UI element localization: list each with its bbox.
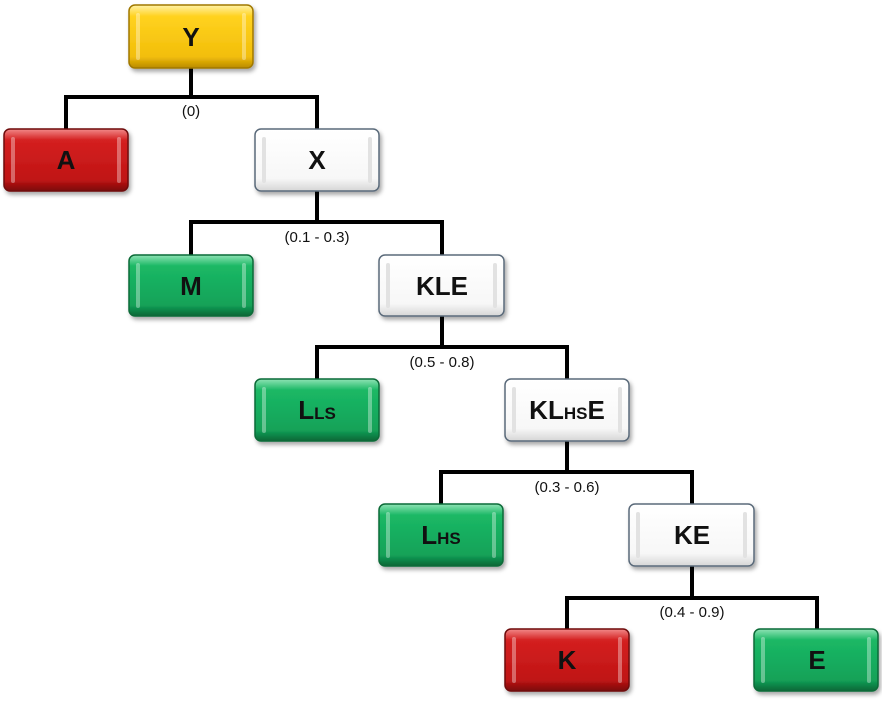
node-label-text: KLE — [416, 271, 468, 301]
node-label-text: M — [180, 271, 202, 301]
split-label-y: (0) — [182, 103, 200, 120]
node-label-text: Y — [182, 22, 199, 52]
node-bevel — [618, 387, 622, 433]
node-label: Y — [182, 22, 199, 52]
node-box — [378, 254, 505, 317]
node-label: KLE — [416, 271, 468, 301]
node-bevel — [512, 637, 516, 683]
connectors — [64, 66, 819, 631]
connector-x — [189, 189, 444, 257]
node-box — [378, 503, 504, 567]
node-label: A — [57, 145, 76, 175]
node-bevel — [492, 512, 496, 558]
connector-kle — [315, 314, 569, 381]
node-bevel — [761, 637, 765, 683]
node-box — [128, 254, 254, 317]
split-label-klhse: (0.3 - 0.6) — [534, 479, 599, 496]
node-label-subscript: HS — [564, 404, 588, 423]
node-box — [753, 628, 879, 692]
node-bevel — [136, 13, 140, 60]
node-a[interactable]: A — [3, 128, 129, 192]
node-bevel — [386, 263, 390, 308]
node-m[interactable]: M — [128, 254, 254, 317]
node-bevel — [117, 137, 121, 183]
node-label: KE — [674, 520, 710, 550]
node-k[interactable]: K — [504, 628, 630, 692]
node-bevel — [867, 637, 871, 683]
node-box — [628, 503, 755, 567]
node-box — [3, 128, 129, 192]
node-label-subscript: HS — [437, 529, 461, 548]
node-label-text: E — [808, 645, 825, 675]
node-label: LLS — [298, 395, 336, 425]
node-bevel — [512, 387, 516, 433]
node-label-text: K — [558, 645, 577, 675]
node-box — [254, 128, 380, 192]
node-box — [254, 378, 380, 442]
node-box — [128, 4, 254, 69]
node-y[interactable]: Y — [128, 4, 254, 69]
node-box — [504, 378, 630, 442]
node-label-subscript: LS — [314, 404, 336, 423]
node-ke[interactable]: KE — [628, 503, 755, 567]
node-bevel — [262, 137, 266, 183]
node-bevel — [386, 512, 390, 558]
node-label: E — [808, 645, 825, 675]
node-label: LHS — [421, 520, 461, 550]
node-bevel — [618, 637, 622, 683]
node-lhs[interactable]: LHS — [378, 503, 504, 567]
node-label: X — [308, 145, 326, 175]
node-label-text: KE — [674, 520, 710, 550]
node-label-text: KL — [529, 395, 564, 425]
node-label-text: E — [587, 395, 604, 425]
node-kle[interactable]: KLE — [378, 254, 505, 317]
node-label-text: L — [298, 395, 314, 425]
node-bevel — [743, 512, 747, 558]
node-bevel — [242, 263, 246, 308]
node-x[interactable]: X — [254, 128, 380, 192]
split-labels: (0) (0.1 - 0.3) (0.5 - 0.8) (0.3 - 0.6) … — [182, 103, 725, 621]
node-bevel — [493, 263, 497, 308]
connector-y — [64, 66, 319, 131]
node-bevel — [11, 137, 15, 183]
node-box — [504, 628, 630, 692]
node-klhse[interactable]: KLHSE — [504, 378, 630, 442]
node-bevel — [242, 13, 246, 60]
node-label: M — [180, 271, 202, 301]
split-label-x: (0.1 - 0.3) — [284, 229, 349, 246]
node-bevel — [368, 387, 372, 433]
node-bevel — [136, 263, 140, 308]
connector-ke — [565, 564, 819, 631]
node-label-text: X — [308, 145, 326, 175]
split-label-kle: (0.5 - 0.8) — [409, 354, 474, 371]
node-label: K — [558, 645, 577, 675]
node-lls[interactable]: LLS — [254, 378, 380, 442]
node-label-text: A — [57, 145, 76, 175]
node-label: KLHSE — [529, 395, 605, 425]
connector-klhse — [439, 439, 694, 506]
node-bevel — [262, 387, 266, 433]
node-bevel — [636, 512, 640, 558]
node-bevel — [368, 137, 372, 183]
split-label-ke: (0.4 - 0.9) — [659, 604, 724, 621]
node-e[interactable]: E — [753, 628, 879, 692]
node-label-text: L — [421, 520, 437, 550]
